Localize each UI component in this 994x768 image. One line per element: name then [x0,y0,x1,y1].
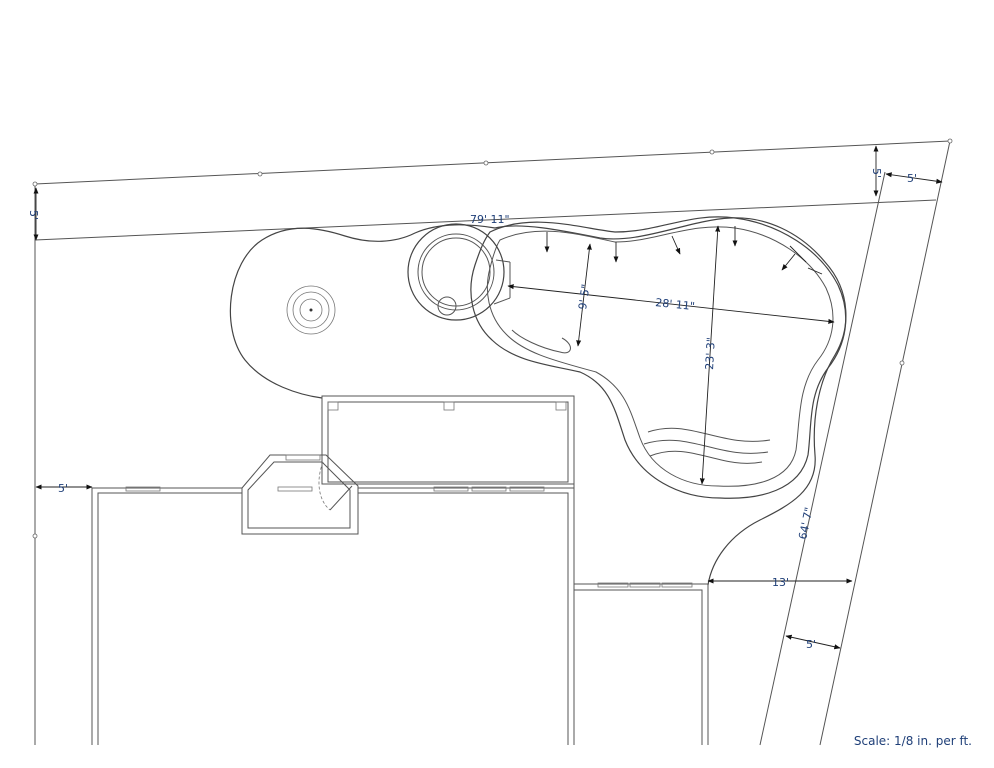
dimension-lines [33,145,943,650]
left-setback-label: 5' [27,210,40,220]
house-left-offset-label: 5' [58,482,68,495]
right-bottom-setback-label: 5' [806,638,816,651]
fire-pit [286,285,336,335]
right-offset-label: 13' [772,576,789,589]
pool-steps [511,329,771,464]
pool-inner-edge [486,226,834,487]
patio-outline [229,217,847,586]
house-footprint [91,440,709,745]
pool-length-label: 28' 11" [655,296,696,313]
property-boundary [32,138,953,746]
top-right-setback-vertical-label: 5' [870,168,883,178]
pool-jet-markers [544,226,823,275]
right-boundary-length-label: 64' 7" [796,506,815,541]
pool-width-small-label: 9' 5" [576,283,592,310]
spa [407,223,511,321]
scale-note: Scale: 1/8 in. per ft. [853,734,972,748]
setback-lines [34,171,937,746]
pool-width-large-label: 23' 3" [703,337,718,370]
bay-nook [241,454,359,535]
covered-porch [321,395,575,485]
pool-perimeter-label: 79' 11" [470,213,510,226]
pool-coping-outer [470,216,847,499]
top-right-setback-horizontal-label: 5' [907,172,917,185]
